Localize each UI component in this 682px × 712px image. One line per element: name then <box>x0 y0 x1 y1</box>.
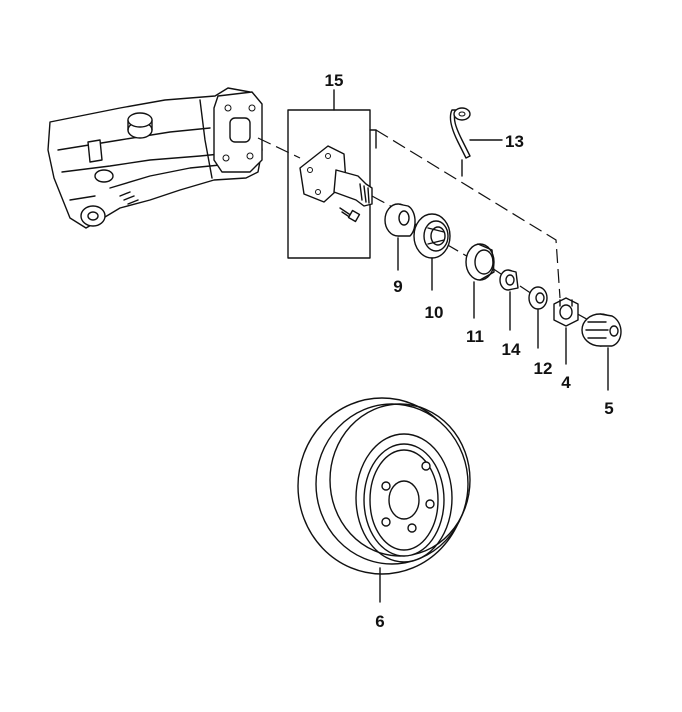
part-9-seal <box>384 203 416 271</box>
callout-14: 14 <box>502 340 521 359</box>
callout-11: 11 <box>466 327 484 346</box>
callout-15: 15 <box>325 71 344 90</box>
callout-4: 4 <box>561 373 571 392</box>
part-14-outer-bearing <box>499 269 519 331</box>
part-15-stub-axle <box>287 89 373 259</box>
axis-line-3 <box>445 243 471 259</box>
part-10-inner-bearing <box>413 213 451 291</box>
callout-5: 5 <box>604 399 613 418</box>
rear-axle-beam <box>47 87 263 229</box>
callout-9: 9 <box>393 277 402 296</box>
part-11-bearing-race <box>465 243 495 319</box>
part-12-washer <box>528 286 548 349</box>
callout-13: 13 <box>505 132 524 151</box>
axis-line-upper <box>375 129 561 299</box>
part-4-castle-nut <box>553 297 579 365</box>
leader-15-top <box>369 129 377 149</box>
callout-6: 6 <box>375 612 384 631</box>
callout-12: 12 <box>534 359 553 378</box>
part-13-cotter-pin <box>449 107 503 177</box>
part-5-dust-cap <box>581 313 622 391</box>
part-6-brake-drum <box>297 397 471 603</box>
axis-line-knuckle <box>257 137 301 159</box>
callout-10: 10 <box>425 303 444 322</box>
part-15-frame <box>287 109 371 259</box>
